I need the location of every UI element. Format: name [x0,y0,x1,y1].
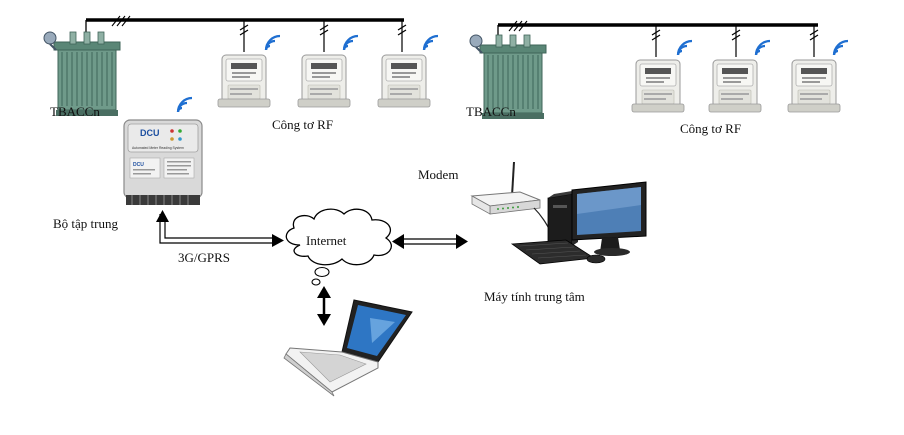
internet-modem-link [392,234,468,249]
rf-meter-icon [708,24,772,113]
dcu-subtitle-text: Automated Meter Reading System [132,146,184,150]
rf-meter-icon [297,19,360,108]
transformer-label-left: TBACCn [50,104,100,119]
meters-label-right: Công tơ RF [680,121,742,136]
cloud-laptop-link [317,286,331,326]
rf-meter-icon [217,19,282,108]
wifi-signal-icon [422,34,440,52]
left-busbar [85,15,404,52]
wifi-signal-icon [676,39,694,57]
rf-meter-icon [787,24,850,113]
wifi-signal-icon [832,39,850,57]
meters-label-left: Công tơ RF [272,117,334,132]
wifi-signal-icon [754,39,772,57]
rf-meter-group-right [631,24,850,113]
rf-meter-group-left [217,19,440,108]
dcu-device-icon: DCU Automated Meter Reading System DCU [123,119,203,205]
concentrator-label: Bộ tập trung [53,216,118,231]
wifi-signal-icon [264,34,282,52]
wifi-signal-icon [176,96,194,114]
gprs-link-arrow [156,210,284,247]
modem-icon [470,161,557,241]
rf-meter-icon [631,24,694,113]
laptop-icon [283,299,413,397]
gprs-label: 3G/GPRS [178,250,231,265]
modem-label: Modem [418,167,459,182]
dcu-brand-text: DCU [140,128,160,138]
central-pc-label: Máy tính trung tâm [484,289,585,304]
transformer-label-right: TBACCn [466,104,516,119]
desktop-computer-icon [510,181,647,265]
cloud-label: Internet [306,233,347,248]
dcu-front-logo: DCU [133,162,144,168]
rf-meter-icon [377,19,440,108]
wifi-signal-icon [342,34,360,52]
cloud-icon [285,208,392,286]
